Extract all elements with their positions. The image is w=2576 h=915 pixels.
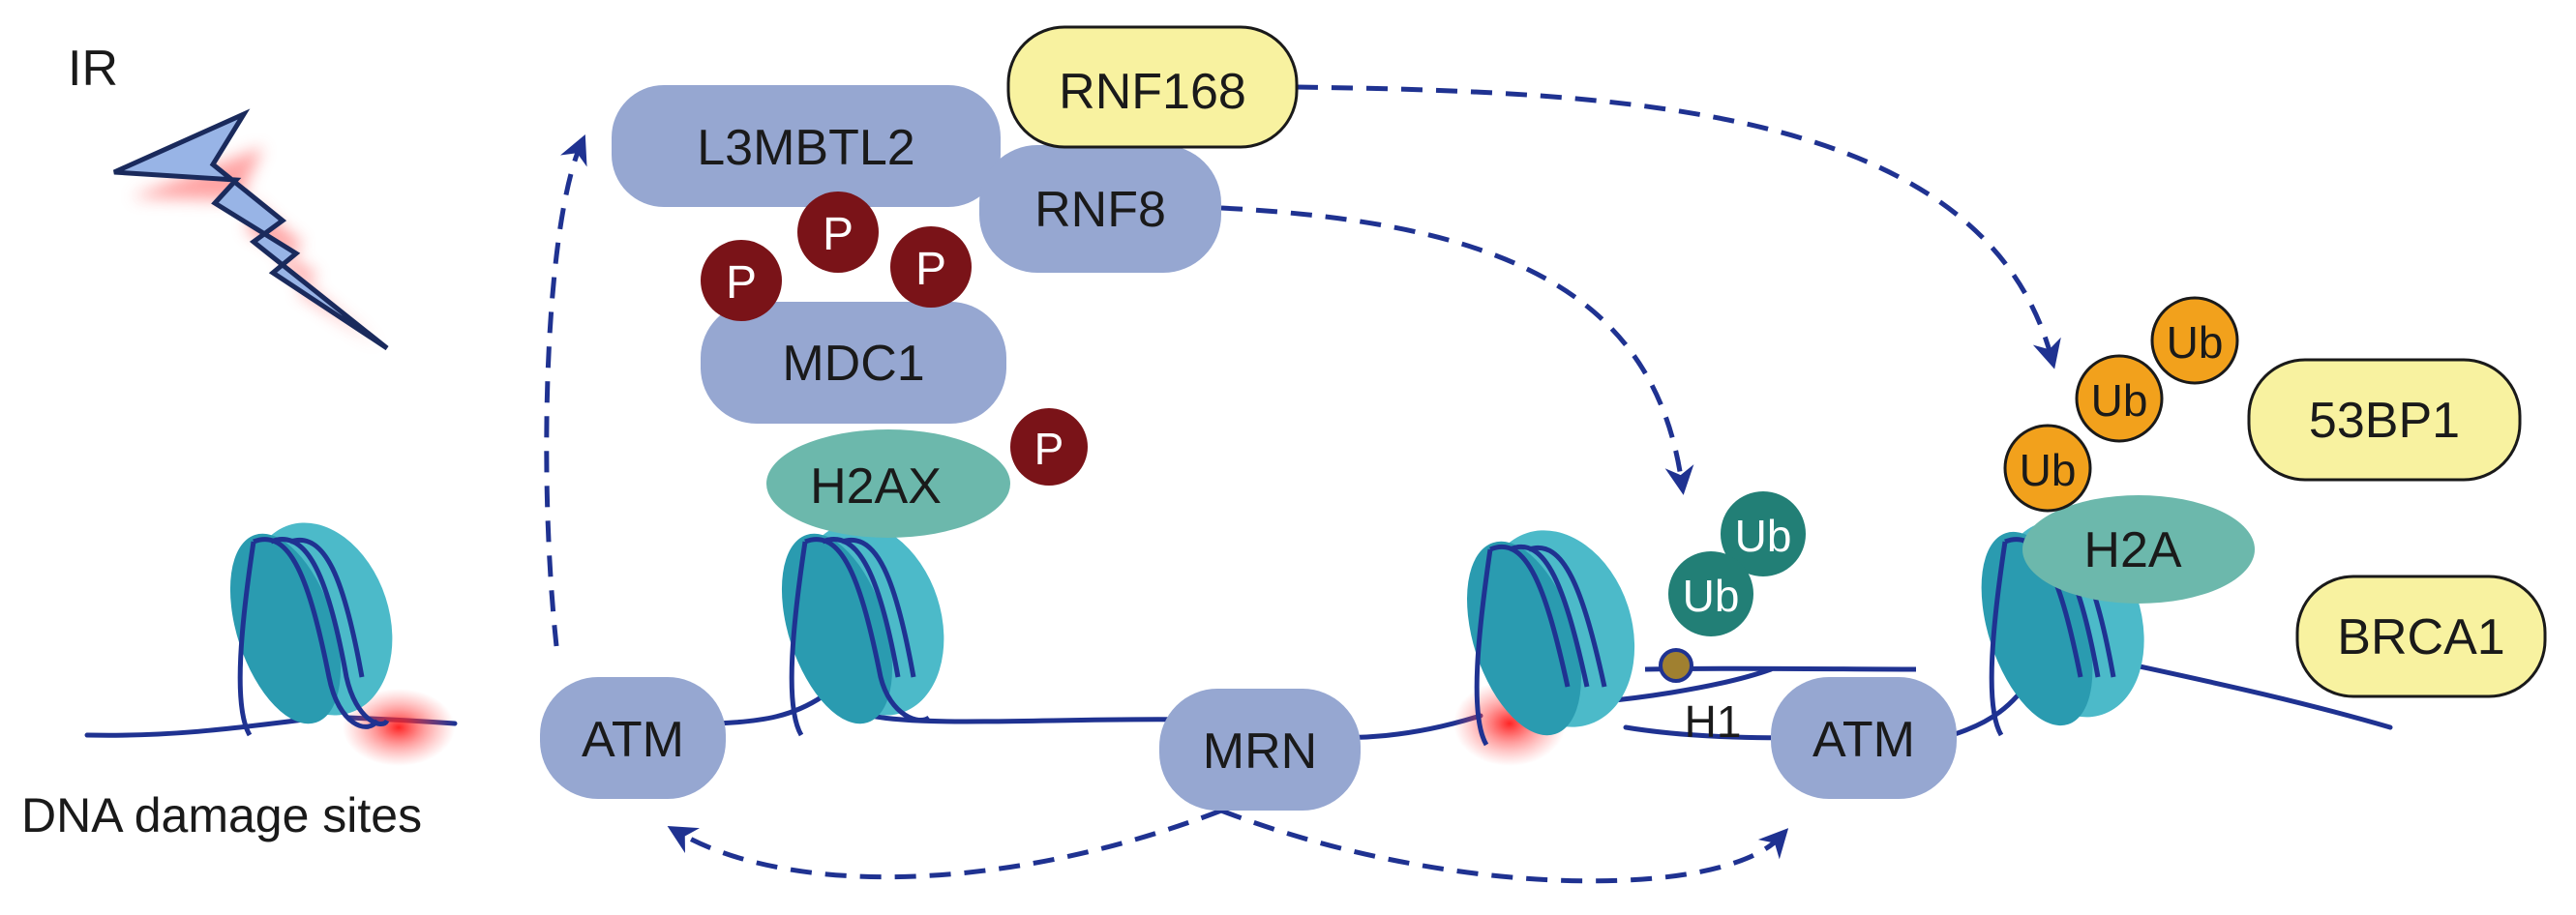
rnf168-protein: RNF168 (1006, 25, 1299, 149)
ubiquitin-label: Ub (1683, 571, 1740, 621)
nucleosome (781, 522, 944, 737)
ubiquitin-mark: Ub (1668, 551, 1753, 636)
mrn-protein: MRN (1159, 689, 1361, 811)
53bp1-protein: 53BP1 (2247, 358, 2522, 482)
lightning-bolt-icon (112, 108, 389, 351)
h2ax-label: H2AX (810, 458, 942, 515)
ubiquitin-label: Ub (1735, 511, 1792, 561)
nucleosome (229, 522, 393, 737)
recruitment-arrows (544, 84, 2061, 884)
atm-label: ATM (582, 712, 684, 768)
rnf8-to-h1-arrow (1220, 205, 1694, 495)
damage-site-glow (343, 689, 455, 766)
53bp1-label: 53BP1 (2309, 393, 2460, 449)
mrn-to-atm-left-arrow (667, 808, 1222, 880)
nucleosome (1467, 530, 1635, 747)
phospho-mark: P (890, 226, 972, 308)
h2ax-histone: H2AX (766, 429, 1010, 538)
l3mbtl2-protein: L3MBTL2 (612, 85, 1001, 207)
ubiquitin-mark: Ub (2003, 424, 2092, 513)
ubiquitin-label: Ub (2091, 375, 2148, 426)
rnf168-label: RNF168 (1059, 64, 1246, 120)
atm-label: ATM (1812, 712, 1915, 768)
phospho-label: P (823, 209, 854, 260)
ubiquitin-mark: Ub (2075, 354, 2164, 443)
h1-label: H1 (1685, 696, 1742, 747)
ir-label: IR (68, 41, 118, 97)
phospho-label: P (1034, 424, 1064, 474)
phospho-mark: P (1010, 408, 1088, 486)
ubiquitin-label: Ub (2167, 317, 2224, 368)
mrn-label: MRN (1203, 723, 1317, 780)
rnf168-to-h2a-arrow (1296, 84, 2061, 369)
h2a-histone: H2A (2022, 495, 2255, 604)
atm-to-l3mbtl2-arrow (544, 134, 587, 647)
l3mbtl2-label: L3MBTL2 (697, 120, 914, 176)
mrn-to-atm-right-arrow (1220, 808, 1789, 884)
atm-protein-right: ATM (1771, 677, 1957, 799)
phospho-label: P (726, 257, 757, 309)
ubiquitin-label: Ub (2020, 445, 2077, 495)
ubiquitin-mark: Ub (2150, 296, 2239, 385)
phospho-mark: P (701, 240, 782, 321)
h1-marker (1659, 648, 1693, 683)
phospho-mark: P (797, 192, 879, 273)
phospho-label: P (915, 244, 946, 295)
ubiquitin-mark: Ub (1721, 491, 1806, 576)
mdc1-protein: MDC1 (701, 302, 1006, 424)
atm-protein-left: ATM (540, 677, 726, 799)
rnf8-label: RNF8 (1034, 182, 1166, 238)
brca1-label: BRCA1 (2337, 609, 2504, 665)
mdc1-label: MDC1 (782, 336, 924, 392)
h2a-label: H2A (2083, 522, 2181, 578)
dna-damage-sites-label: DNA damage sites (21, 788, 422, 842)
rnf8-protein: RNF8 (979, 145, 1221, 273)
brca1-protein: BRCA1 (2295, 575, 2547, 698)
